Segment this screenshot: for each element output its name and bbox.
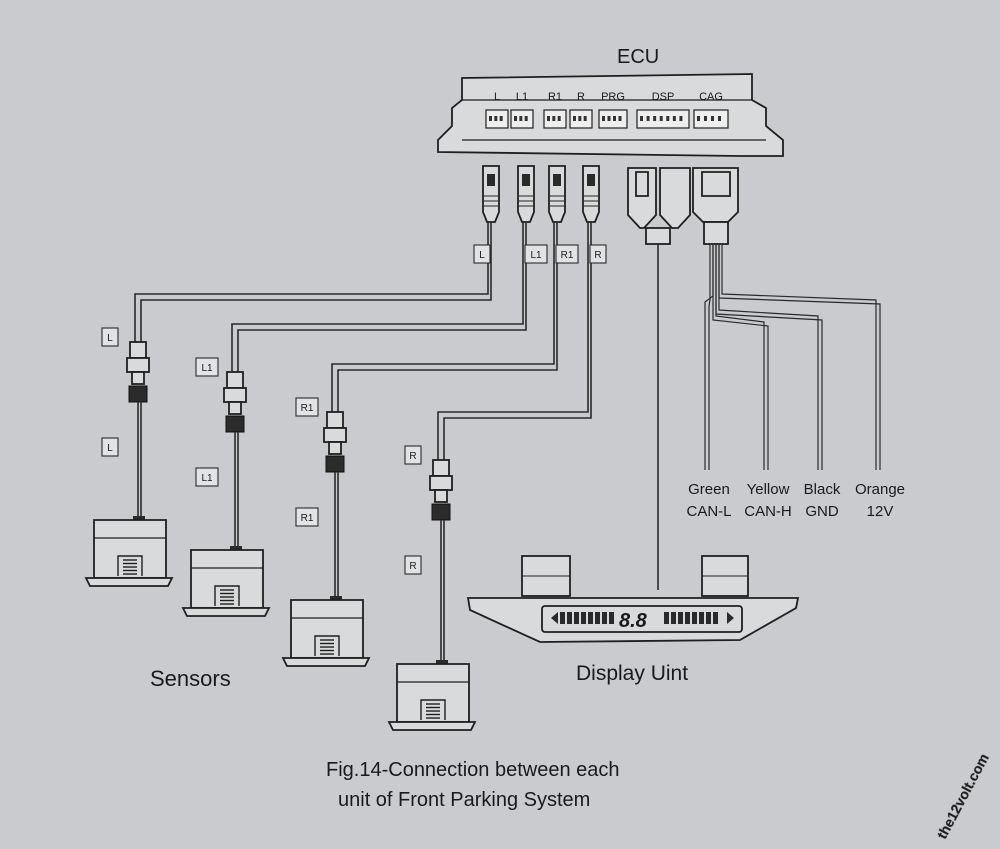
sensor-tag-bottom: L [107,443,113,454]
cable-tag-box [524,244,548,264]
display-cable [627,167,691,590]
cable-tag: L1 [530,250,542,261]
caption-line-1: Fig.14-Connection between each [326,759,620,781]
ecu-plug-latch [553,174,561,186]
cable-tag: R [594,250,601,261]
sensor-tag-bottom: L1 [201,473,213,484]
sensor-cable-l1 [237,222,527,372]
sensor-tag-bottom: R [409,561,416,572]
can-wire-color: Orange [855,481,905,498]
sensor-r: RR [387,445,477,731]
can-wire-signal: CAN-L [686,503,731,520]
can-wire-signal: GND [805,503,839,520]
sensor-cable-r [443,222,592,460]
can-wire-can-h [712,244,769,470]
sensor-cable-l [140,222,492,342]
sensor-tag-top: R [409,451,416,462]
display-unit-label: Display Uint [576,662,688,685]
ecu-title: ECU [617,46,659,68]
sensor-cable-r1 [337,222,558,412]
ecu-plug-latch [522,174,530,186]
ecu-port-row: L L1 R1 R PRG DSP CAG [485,91,729,129]
display-bar-segments [551,612,734,624]
ecu-unit: ECU L L1 R1 R PRG DSP CAG [437,46,784,157]
can-wire-gnd [715,244,823,470]
cable-tag-box [589,244,607,264]
can-wire-can-l [708,244,711,470]
ecu-port-socket [636,109,690,129]
ecu-port-label: PRG [601,91,625,103]
cable-tag: L [479,250,485,261]
can-wire-signal: 12V [867,503,894,520]
sensor-l: LL [84,327,174,587]
can-wire-color: Black [804,481,841,498]
ecu-port-label: DSP [652,91,675,103]
ecu-port-label: R1 [548,91,562,103]
caption-line-2: unit of Front Parking System [338,789,590,811]
can-wire-12v [718,244,881,470]
cable-tag: R1 [561,250,574,261]
ecu-plug-latch [587,174,595,186]
can-wire-color: Yellow [747,481,790,498]
display-readout: 8.8 [619,610,648,632]
cable-tag-box [473,244,491,264]
display-unit: 8.8 [466,555,800,643]
sensor-tag-top: R1 [301,403,314,414]
sensor-tag-top: L [107,333,113,344]
can-cable [692,167,739,245]
sensor-tag-top: L1 [201,363,213,374]
sensor-tag-bottom: R1 [301,513,314,524]
ecu-port-label: L [494,91,500,103]
sensors-label: Sensors [150,666,231,691]
ecu-port-label: CAG [699,91,723,103]
ecu-port-label: R [577,91,585,103]
cable-tag-box [555,244,579,264]
ecu-plug-latch [487,174,495,186]
watermark: the12volt.com [934,751,992,842]
can-wire-signal: CAN-H [744,503,792,520]
ecu-port-label: L1 [516,91,528,103]
can-wire-color: Green [688,481,730,498]
